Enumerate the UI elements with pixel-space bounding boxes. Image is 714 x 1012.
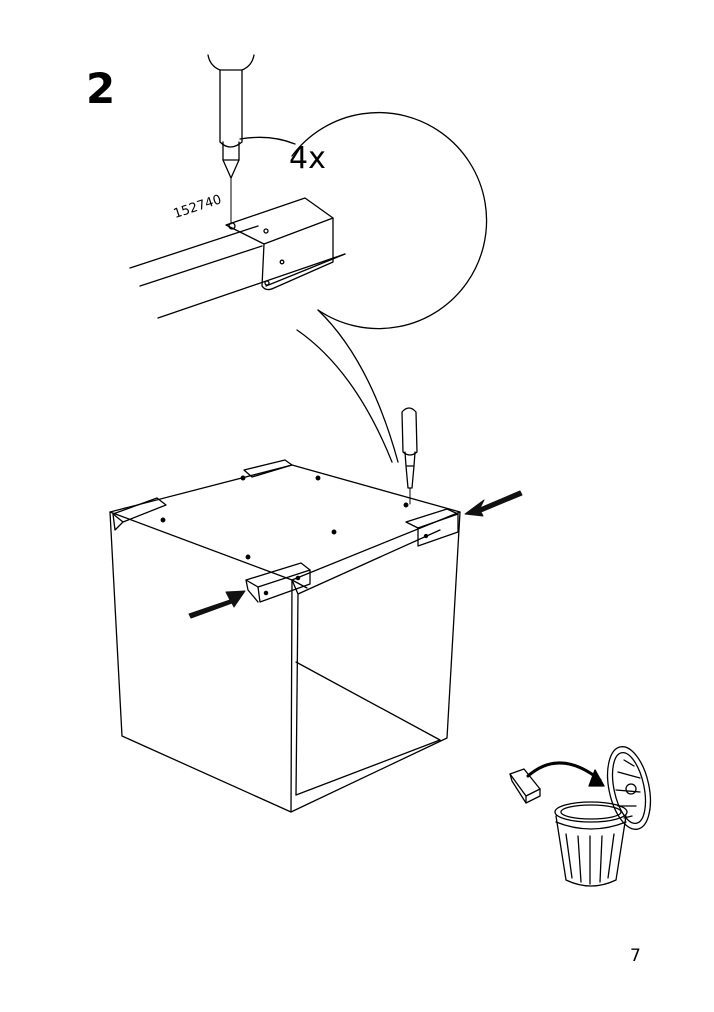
- quantity-label: 4x: [289, 141, 326, 176]
- small-screwdriver-icon: [401, 407, 418, 505]
- detail-bracket: [129, 197, 346, 319]
- arrow-icon: [188, 490, 523, 619]
- page-number: 7: [630, 946, 641, 966]
- trash-can-icon: [509, 746, 652, 887]
- step-number: 2: [86, 64, 116, 113]
- screwdriver-icon: [207, 54, 255, 225]
- cabinet-box: [109, 464, 461, 813]
- bracket-icon: [112, 459, 459, 603]
- detail-callout: [239, 111, 488, 463]
